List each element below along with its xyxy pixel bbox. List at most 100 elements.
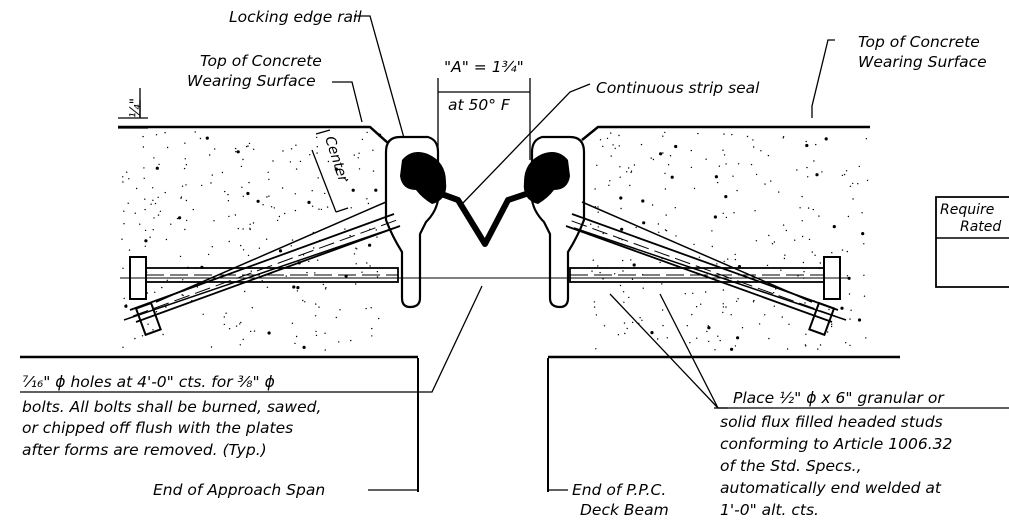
stipple-dot [815, 173, 819, 177]
stipple-dot [371, 327, 373, 330]
stipple-dot [753, 299, 755, 302]
studs-note-line-5: automatically end welded at [720, 479, 942, 497]
stipple-dot [689, 342, 691, 344]
stipple-dot [727, 258, 729, 260]
stipple-dot [152, 187, 154, 189]
stipple-dot [843, 173, 846, 176]
stipple-dot [272, 160, 274, 162]
stipple-dot [317, 259, 319, 261]
stipple-dot [801, 220, 803, 222]
stipple-dot [696, 337, 698, 339]
stipple-dot [592, 259, 594, 261]
stipple-dot [631, 321, 634, 324]
stipple-dot [353, 253, 356, 255]
stipple-dot [661, 309, 664, 311]
strip-seal-gland [434, 189, 533, 247]
stipple-dot [808, 238, 811, 241]
stipple-dot [282, 150, 284, 152]
stipple-dot [858, 165, 860, 168]
stipple-dot [266, 196, 268, 198]
stipple-dot [237, 227, 239, 230]
stipple-dot [236, 150, 240, 154]
stipple-dot [144, 245, 146, 247]
stipple-dot [622, 259, 624, 262]
stipple-dot [658, 231, 660, 233]
stipple-dot [661, 283, 663, 285]
stipple-dot [144, 239, 148, 243]
stipple-dot [725, 306, 727, 308]
holes-note-line-2: bolts. All bolts shall be burned, sawed, [22, 398, 321, 416]
strip-seal-label: Continuous strip seal [596, 79, 760, 97]
stipple-dot [128, 249, 131, 251]
stipple-dot [741, 327, 744, 329]
stipple-dot [374, 188, 378, 192]
studs-note-line-6: 1'-0" alt. cts. [720, 501, 819, 519]
stipple-dot [760, 150, 762, 152]
stipple-dot [154, 202, 157, 205]
stipple-dot [596, 164, 598, 166]
stipple-dot [652, 158, 655, 161]
stipple-dot [155, 311, 158, 313]
stipple-dot [155, 166, 159, 170]
stipple-dot [602, 278, 604, 280]
stipple-dot [350, 339, 352, 342]
stipple-dot [799, 207, 801, 209]
stipple-dot [674, 207, 676, 209]
stipple-dot [251, 307, 253, 309]
stipple-dot [228, 215, 230, 218]
stipple-dot [785, 229, 787, 232]
stipple-dot [619, 176, 621, 178]
stipple-dot [181, 294, 183, 296]
stipple-dot [290, 245, 292, 247]
stipple-dot [801, 235, 804, 238]
stipple-dot [223, 323, 225, 326]
stipple-dot [807, 176, 809, 178]
stipple-dot [811, 251, 813, 253]
stipple-dot [593, 301, 596, 303]
stipple-dot [750, 163, 753, 166]
stipple-dot [182, 279, 184, 281]
stipple-dot [849, 185, 852, 187]
stipple-dot [184, 158, 186, 160]
stipple-dot [185, 164, 188, 166]
stipple-dot [606, 137, 609, 140]
stipple-dot [153, 157, 155, 159]
stipple-dot [802, 261, 805, 264]
stipple-dot [665, 230, 668, 232]
stipple-dot [349, 234, 351, 237]
stipple-dot [619, 196, 623, 200]
stipple-dot [242, 338, 244, 341]
stipple-dot [796, 169, 798, 171]
stipple-dot [847, 276, 851, 280]
stipple-dot [782, 136, 785, 138]
stipple-dot [619, 284, 622, 287]
stipple-dot [139, 223, 141, 225]
stipple-dot [142, 135, 144, 138]
stipple-dot [707, 326, 711, 330]
stipple-dot [848, 293, 851, 295]
stipple-dot [597, 265, 599, 267]
stipple-dot [122, 176, 124, 178]
stipple-dot [705, 158, 707, 160]
stipple-dot [134, 212, 136, 214]
stipple-dot [327, 160, 330, 163]
stipple-dot [686, 325, 688, 327]
locking-edge-rail-label: Locking edge rail [229, 8, 362, 26]
stipple-dot [669, 155, 672, 157]
stipple-dot [840, 306, 844, 310]
stipple-dot [630, 170, 633, 172]
stipple-dot [737, 298, 739, 300]
stipple-dot [690, 166, 693, 169]
stipple-dot [722, 289, 725, 291]
stipple-dot [758, 323, 761, 325]
stipple-dot [591, 270, 593, 272]
stipple-dot [629, 184, 631, 187]
stipple-dot [240, 321, 242, 324]
stipple-dot [358, 152, 360, 154]
stipple-dot [778, 191, 780, 193]
stipple-dot [725, 216, 728, 219]
stipple-dot [292, 285, 296, 289]
stipple-dot [244, 290, 246, 293]
stipple-dot [841, 249, 844, 251]
stipple-dot [734, 258, 737, 261]
